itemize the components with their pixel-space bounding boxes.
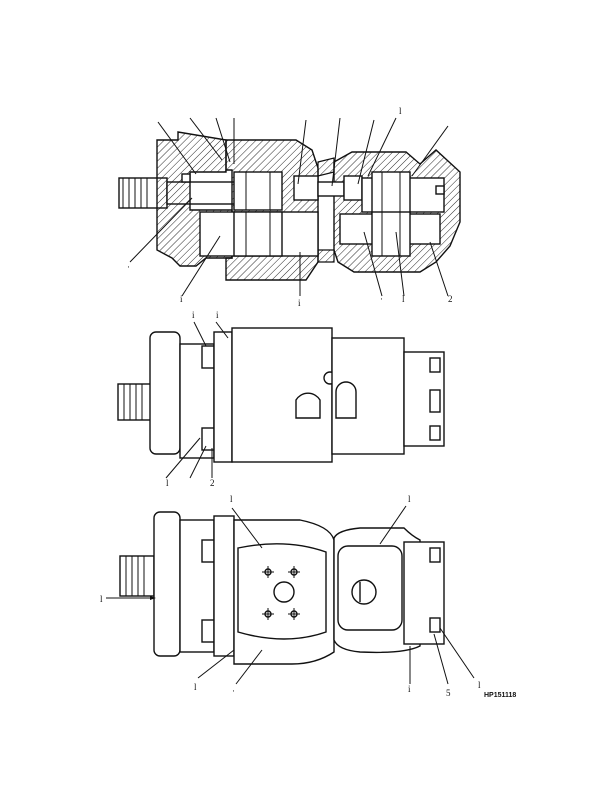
rear-port-opening — [351, 579, 377, 605]
callout-label: i — [180, 294, 183, 304]
coupling — [293, 175, 363, 201]
leader-lines — [106, 505, 475, 685]
callout-label: l — [100, 594, 103, 604]
callout-label: 2 — [210, 478, 215, 488]
front-driven-gear — [199, 211, 319, 257]
port-view: l l l l · i 5 l HP151118 — [100, 494, 516, 699]
callout-label: l — [230, 494, 233, 504]
front-body — [213, 515, 235, 657]
callout-label: l — [166, 478, 169, 488]
figure-id: HP151118 — [484, 692, 516, 699]
bearing — [181, 173, 191, 183]
callout-label: i — [192, 310, 195, 320]
bolt-head — [201, 619, 215, 643]
callout-label: 5 — [446, 688, 451, 698]
bolt-head — [201, 345, 215, 369]
callout-label: l — [399, 106, 402, 116]
callout-label: i — [216, 310, 219, 320]
bearing — [435, 185, 445, 195]
flange-bolt-holes — [262, 566, 300, 620]
leader-lines — [129, 117, 449, 297]
callout-label: i — [408, 684, 411, 694]
callout-label: · — [127, 262, 130, 272]
rear-driven-gear — [339, 211, 441, 257]
callout-label: 2 — [448, 294, 453, 304]
front-drive-gear — [233, 171, 283, 211]
bolt-head — [201, 539, 215, 563]
front-body — [213, 331, 233, 463]
port-opening — [273, 581, 295, 603]
callout-label: · — [380, 294, 383, 304]
connector-section — [317, 157, 335, 263]
port-boss — [295, 392, 321, 419]
rear-drive-gear — [361, 171, 445, 217]
mounting-flange — [153, 511, 181, 657]
callout-label: l — [408, 494, 411, 504]
side-view: i i l 2 — [117, 310, 445, 488]
callout-label: l — [194, 682, 197, 692]
rear-port-boss — [335, 381, 357, 419]
mounting-flange — [149, 331, 181, 455]
front-housing — [231, 327, 333, 463]
sectional-view: · i i · l 2 l — [118, 106, 461, 308]
callout-label: i — [298, 298, 301, 308]
bolt-head — [201, 427, 215, 451]
callout-label: l — [478, 680, 481, 690]
splined-shaft — [119, 555, 155, 597]
leader-lines — [165, 321, 229, 479]
callout-label: l — [402, 294, 405, 304]
callout-label: · — [232, 686, 235, 696]
splined-shaft — [117, 383, 153, 421]
